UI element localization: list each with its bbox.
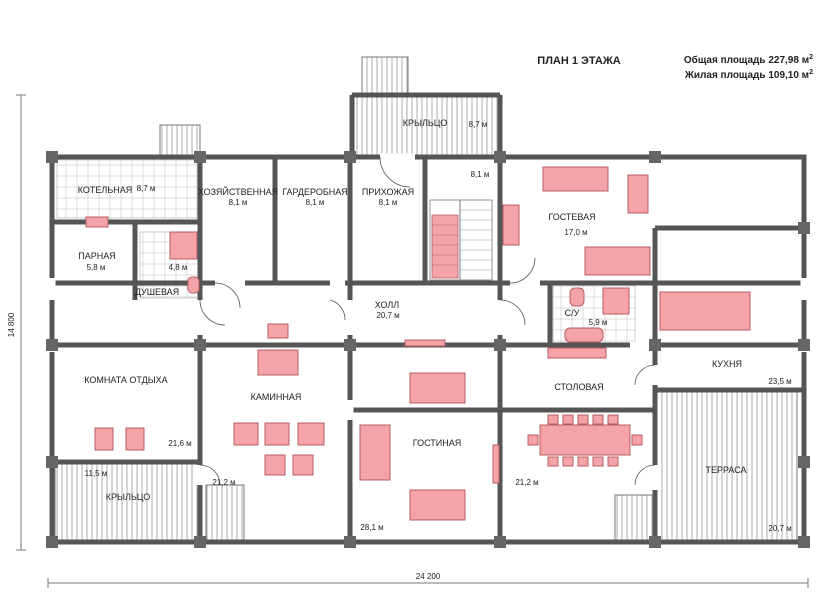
- label-utility: ХОЗЯЙСТВЕННАЯ: [198, 186, 278, 197]
- fireplace: [257, 349, 299, 376]
- dining-chair-8: [577, 456, 589, 467]
- dining-chair-end-1: [527, 434, 539, 446]
- area-living: 28,1 м: [360, 523, 383, 532]
- dimension-height: 14 800: [7, 312, 16, 337]
- doors: [199, 156, 656, 486]
- area-boiler: 8,7 м: [137, 184, 156, 193]
- label-entrance: ПРИХОЖАЯ: [362, 187, 414, 197]
- furniture: [85, 166, 751, 521]
- dining-chair-6: [547, 456, 559, 467]
- fireplace-armchair-1: [233, 422, 259, 446]
- dining-chair-5: [607, 414, 619, 425]
- area-kitchen: 23,5 м: [768, 377, 791, 386]
- wc-bath: [564, 327, 604, 343]
- area-stair: 8,1 м: [471, 170, 490, 179]
- dining-chair-end-2: [631, 434, 643, 446]
- label-rest: КОМНАТА ОТДЫХА: [84, 375, 167, 385]
- dining-cabinet: [547, 347, 607, 359]
- staircase: [429, 199, 493, 281]
- area-entrance: 8,1 м: [379, 198, 398, 207]
- area-rest: 21,6 м: [168, 439, 191, 448]
- shower-basin: [187, 276, 200, 294]
- porch-top-steps: [361, 56, 409, 96]
- area-steam: 5,8 м: [87, 263, 106, 272]
- porch-bottom-deck: [54, 461, 201, 543]
- living-area-value: Жилая площадь 109,10 м: [684, 70, 809, 81]
- label-wc: С/У: [565, 308, 580, 318]
- label-guest: ГОСТЕВАЯ: [548, 212, 595, 222]
- dining-chair-4: [592, 414, 604, 425]
- label-shower: ДУШЕВАЯ: [135, 287, 179, 297]
- porch-bottom-steps: [205, 484, 245, 543]
- dining-chair-2: [562, 414, 574, 425]
- boiler-steps: [159, 124, 201, 158]
- living-sofa-bottom: [409, 489, 466, 521]
- guest-bed: [584, 246, 651, 276]
- terrace-steps: [614, 494, 656, 543]
- guest-armchair: [627, 174, 649, 214]
- label-porch-top: КРЫЛЬЦО: [403, 118, 448, 128]
- label-porch-bottom: КРЫЛЬЦО: [106, 492, 151, 502]
- fireplace-armchair-2: [264, 422, 290, 446]
- wc-shower: [602, 287, 630, 315]
- rest-armchair-2: [125, 427, 145, 451]
- area-wc: 5,9 м: [589, 318, 608, 327]
- living-area-text: Жилая площадь 109,10 м2: [684, 69, 813, 81]
- plan-header: ПЛАН 1 ЭТАЖА Общая площадь 227,98 м2 Жил…: [537, 54, 813, 81]
- living-tv: [492, 444, 500, 484]
- label-fireplace: КАМИННАЯ: [251, 392, 302, 402]
- shower-tray: [169, 231, 198, 260]
- kitchen-counter: [659, 291, 751, 331]
- boiler-tiles: [56, 159, 198, 219]
- dimension-width: 24 200: [416, 572, 441, 581]
- plan-title: ПЛАН 1 ЭТАЖА: [537, 55, 620, 67]
- label-boiler: КОТЕЛЬНАЯ: [78, 185, 132, 195]
- label-steam: ПАРНАЯ: [78, 251, 115, 261]
- dining-chair-3: [577, 414, 589, 425]
- dimension-lines: 24 200 14 800: [7, 94, 809, 588]
- guest-cabinet: [502, 204, 520, 246]
- dining-chair-10: [607, 456, 619, 467]
- dining-table: [539, 424, 631, 456]
- area-fireplace: 21,2 м: [212, 478, 235, 487]
- living-sofa-top: [409, 372, 466, 404]
- dining-chair-7: [562, 456, 574, 467]
- label-living: ГОСТИНАЯ: [413, 438, 462, 448]
- wall-nodes: [46, 151, 810, 548]
- fireplace-armchair-4: [292, 454, 314, 476]
- living-sofa-left: [359, 424, 391, 481]
- guest-sofa: [542, 166, 609, 192]
- area-shower: 4,8 м: [169, 263, 188, 272]
- area-terrace: 20,7 м: [768, 524, 791, 533]
- room-labels: КРЫЛЬЦО 8,7 м КОТЕЛЬНАЯ 8,7 м ХОЗЯЙСТВЕН…: [78, 118, 792, 533]
- label-kitchen: КУХНЯ: [712, 359, 742, 369]
- area-hall: 20,7 м: [376, 311, 399, 320]
- total-area-sup: 2: [809, 54, 813, 61]
- boiler-unit: [85, 216, 109, 228]
- label-dining: СТОЛОВАЯ: [554, 382, 603, 392]
- label-wardrobe: ГАРДЕРОБНАЯ: [282, 187, 348, 197]
- wc-toilet: [569, 287, 585, 307]
- area-guest: 17,0 м: [564, 228, 587, 237]
- dining-chair-9: [592, 456, 604, 467]
- hall-mirror: [267, 323, 289, 339]
- label-terrace: ТЕРРАСА: [705, 465, 746, 475]
- living-area-sup: 2: [809, 69, 813, 76]
- label-hall: ХОЛЛ: [375, 300, 400, 310]
- area-porch-top: 8,7 м: [469, 120, 488, 129]
- hall-bench: [404, 339, 446, 347]
- area-dining: 21,2 м: [515, 478, 538, 487]
- fireplace-armchair-3: [297, 422, 325, 446]
- total-area-value: Общая площадь 227,98 м: [684, 54, 809, 66]
- rest-armchair-1: [94, 427, 114, 451]
- fireplace-table: [264, 454, 286, 476]
- area-porch-bottom: 11,5 м: [85, 469, 108, 478]
- area-wardrobe: 8,1 м: [306, 198, 325, 207]
- total-area-text: Общая площадь 227,98 м2: [684, 54, 813, 66]
- area-utility: 8,1 м: [229, 198, 248, 207]
- dining-chair-1: [547, 414, 559, 425]
